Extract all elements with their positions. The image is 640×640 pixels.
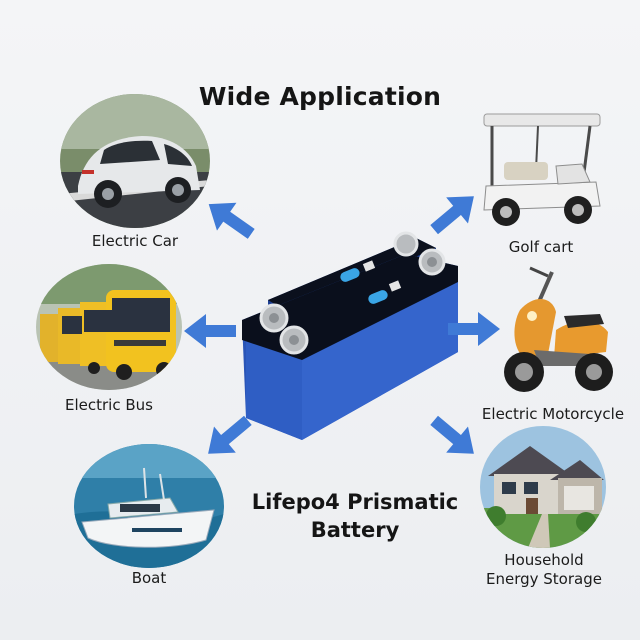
electric-motorcycle-label: Electric Motorcycle <box>481 405 625 423</box>
terminal-icon <box>259 303 289 333</box>
electric-car-label: Electric Car <box>91 232 179 250</box>
electric-motorcycle-image <box>490 258 620 404</box>
arrow-icon <box>184 314 236 348</box>
product-name: Lifepo4 Prismatic Battery <box>210 488 500 544</box>
safety-vent-icon <box>340 268 388 304</box>
arrow-icon <box>448 312 500 346</box>
golf-cart-label: Golf cart <box>508 238 574 256</box>
golf-cart-image <box>478 110 606 234</box>
household-energy-storage-label: Household Energy Storage <box>470 551 618 589</box>
household-label-line1: Household <box>504 551 584 569</box>
electric-bus-image <box>36 264 182 390</box>
product-line2: Battery <box>310 518 400 542</box>
boat-image <box>74 444 224 568</box>
household-label-line2: Energy Storage <box>486 570 602 588</box>
electric-bus-label: Electric Bus <box>65 396 153 414</box>
battery-cell-icon <box>236 228 462 448</box>
boat-label: Boat <box>131 569 167 587</box>
arrow-icon <box>199 190 261 248</box>
page-title: Wide Application <box>198 82 442 111</box>
product-line1: Lifepo4 Prismatic <box>251 490 459 514</box>
arrow-icon <box>197 407 259 466</box>
household-energy-storage-image <box>480 426 606 548</box>
arrow-icon <box>423 183 485 242</box>
electric-car-image <box>60 94 210 228</box>
arrow-icon <box>423 407 485 466</box>
